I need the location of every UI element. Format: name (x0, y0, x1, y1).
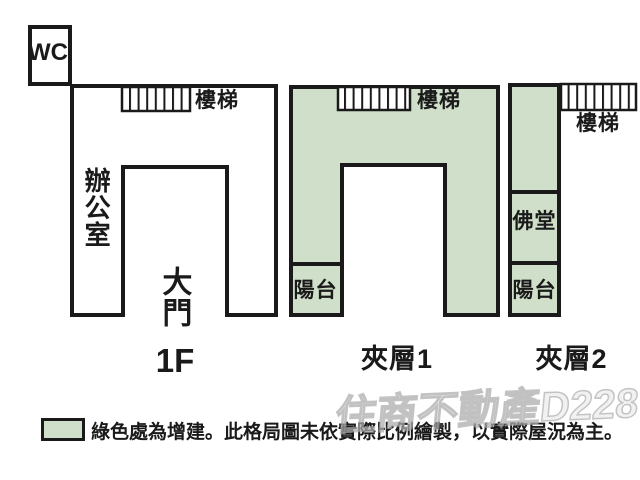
floor-1f-outline (70, 84, 278, 317)
legend-addition-swatch (41, 418, 85, 441)
legend-text: 綠色處為增建。此格局圖未依實際比例繪製，以實際屋況為主。 (91, 422, 624, 443)
stairs-mezz1-icon (336, 85, 412, 112)
stairs-1f-icon (120, 85, 192, 113)
hall-label-mezz2: 佛堂 (512, 210, 557, 233)
stairs-label-mezz2: 樓梯 (576, 112, 620, 135)
floor-mezz2-outline (508, 83, 561, 317)
balcony-label-mezz1: 陽台 (293, 279, 338, 302)
stairs-mezz2-icon (559, 82, 638, 112)
balcony-label-mezz2: 陽台 (512, 279, 557, 302)
stairs-label-mezz1: 樓梯 (417, 89, 461, 112)
stairs-label-1f: 樓梯 (195, 89, 239, 112)
office-room-label: 辦公室 (81, 167, 112, 248)
wc-room (28, 25, 72, 86)
wc-room-label: WC (28, 39, 68, 66)
floor-mezz1-outline (289, 85, 500, 317)
floor-title-1f: 1F (155, 342, 195, 379)
floor-title-mezz2: 夾層2 (535, 344, 608, 374)
floor-title-mezz1: 夾層1 (360, 344, 434, 374)
main-door-label: 大門 (157, 266, 191, 328)
